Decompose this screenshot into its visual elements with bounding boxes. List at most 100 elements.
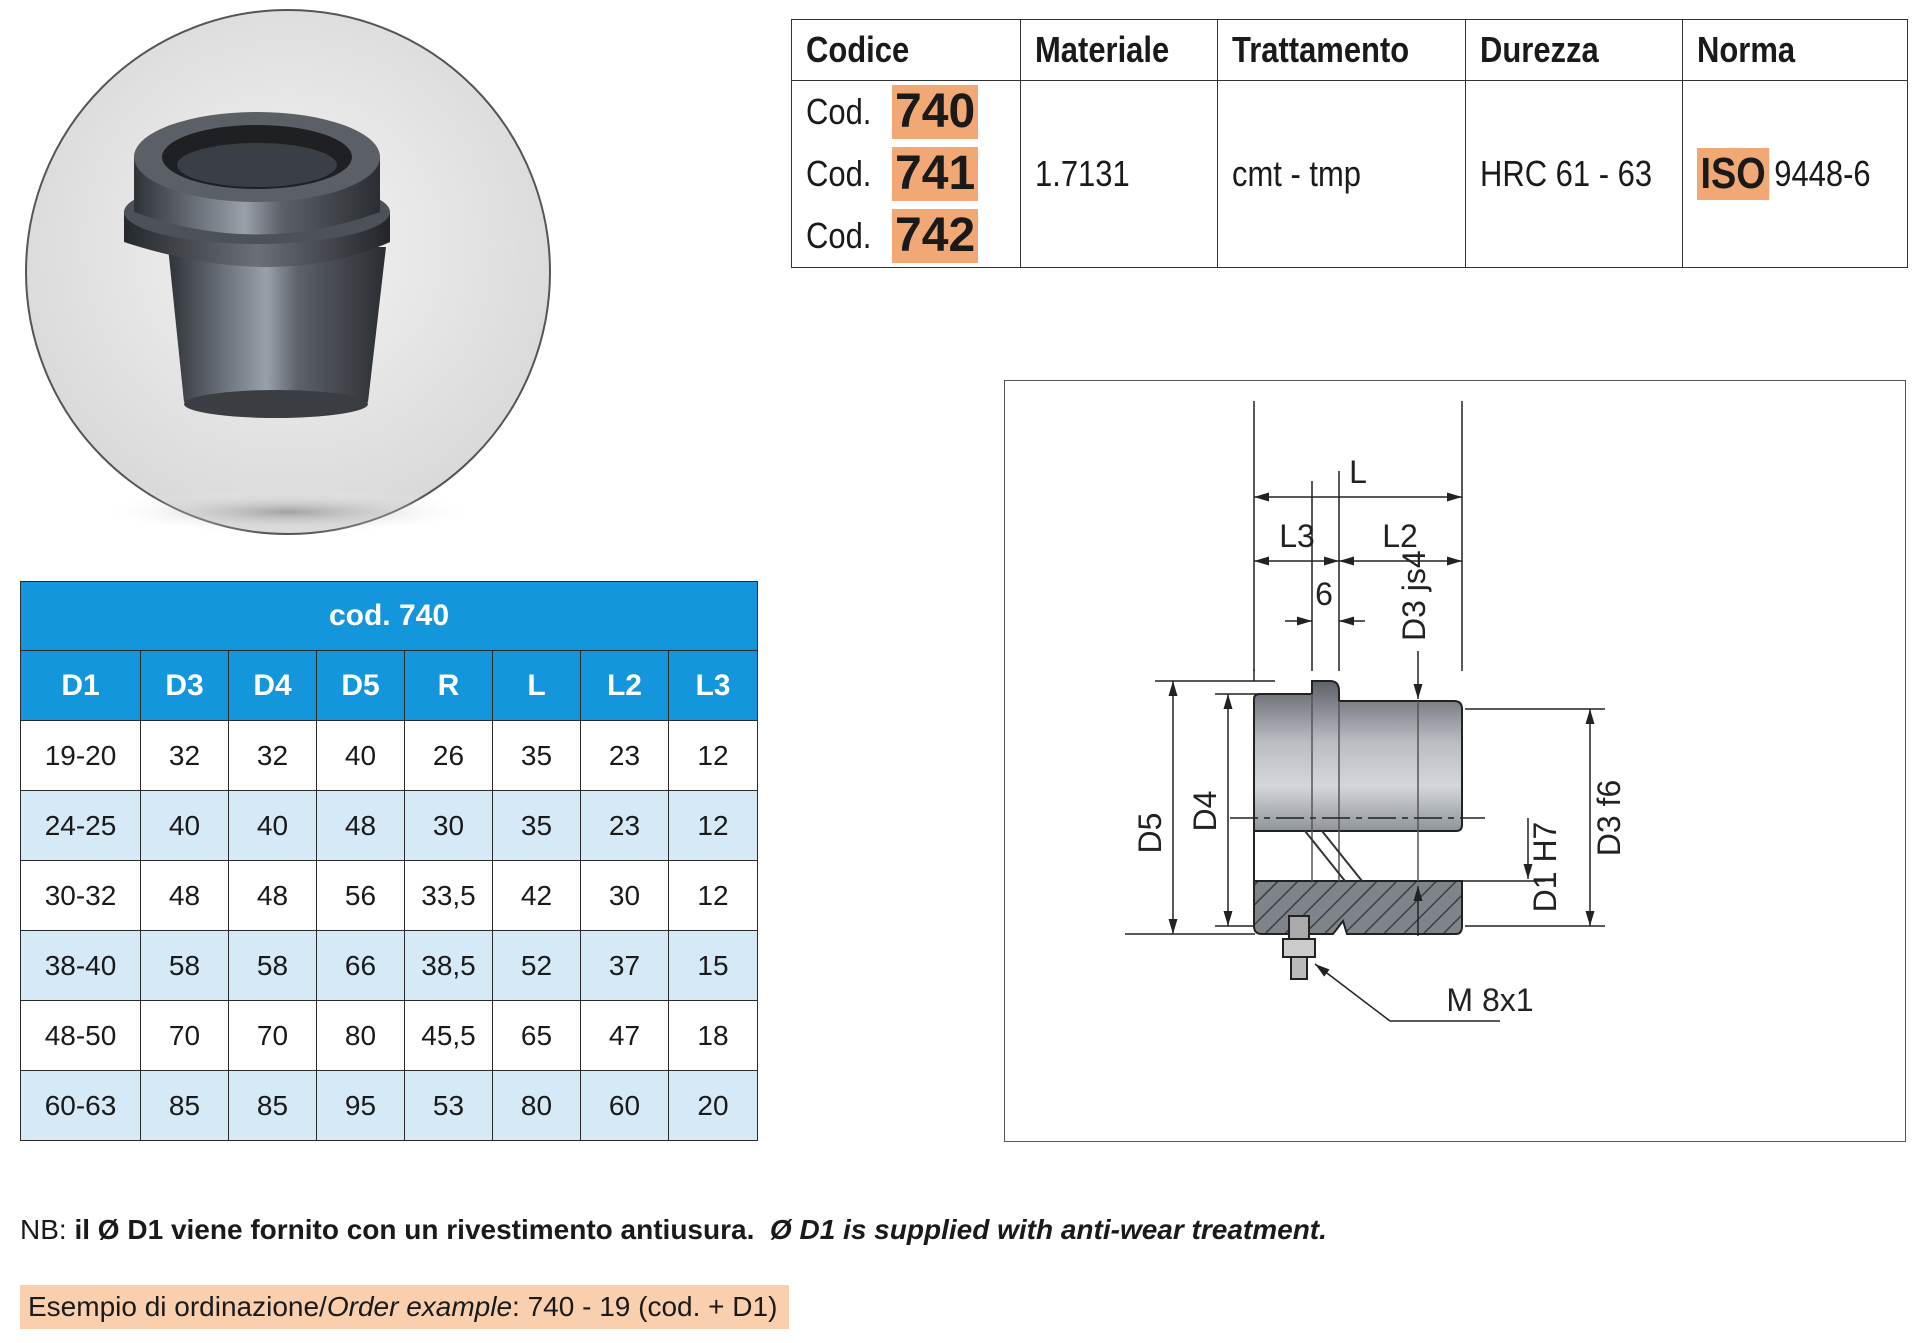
spec-table: Codice Materiale Trattamento Durezza Nor… <box>791 19 1908 268</box>
cell: 80 <box>492 1070 581 1141</box>
cell: 15 <box>668 930 758 1001</box>
cell: 48 <box>316 790 405 861</box>
cell: 85 <box>140 1070 229 1141</box>
label-d4: D4 <box>1187 791 1223 832</box>
nb-english: Ø D1 is supplied with anti-wear treatmen… <box>769 1214 1327 1245</box>
cell: 58 <box>140 930 229 1001</box>
col-r: R <box>404 650 493 721</box>
cell: 58 <box>228 930 317 1001</box>
col-d1: D1 <box>20 650 141 721</box>
durezza-cell: HRC 61 - 63 <box>1465 80 1683 268</box>
col-d5: D5 <box>316 650 405 721</box>
cell: 32 <box>228 720 317 791</box>
cell: 70 <box>140 1000 229 1071</box>
order-example: Esempio di ordinazione/Order example: 74… <box>20 1285 790 1329</box>
cell: 18 <box>668 1000 758 1071</box>
cell: 65 <box>492 1000 581 1071</box>
header-materiale: Materiale <box>1020 19 1218 81</box>
label-l: L <box>1349 454 1367 490</box>
materiale-cell: 1.7131 <box>1020 80 1218 268</box>
cell: 12 <box>668 720 758 791</box>
nb-italian: il Ø D1 viene fornito con un rivestiment… <box>74 1214 755 1245</box>
cell: 23 <box>580 790 669 861</box>
cell: 85 <box>228 1070 317 1141</box>
column-header-row: D1 D3 D4 D5 R L L2 L3 <box>20 650 758 721</box>
cod-label: Cod. <box>806 215 872 256</box>
spec-header-row: Codice Materiale Trattamento Durezza Nor… <box>791 19 1908 81</box>
col-l2: L2 <box>580 650 669 721</box>
cell: 48 <box>140 860 229 931</box>
label-thread: M 8x1 <box>1446 982 1533 1018</box>
cell: 47 <box>580 1000 669 1071</box>
cell: 19-20 <box>20 720 141 791</box>
cell: 24-25 <box>20 790 141 861</box>
example-prefix: Esempio di ordinazione/ <box>28 1291 327 1322</box>
col-l3: L3 <box>668 650 758 721</box>
code-741: 741 <box>892 147 979 201</box>
col-d4: D4 <box>228 650 317 721</box>
technical-drawing: L L3 L2 6 D3 js4 D5 D4 D1 H7 D3 f6 M 8x1 <box>1004 380 1906 1142</box>
cell: 38,5 <box>404 930 493 1001</box>
cell: 37 <box>580 930 669 1001</box>
cell: 12 <box>668 790 758 861</box>
header-durezza: Durezza <box>1465 19 1683 81</box>
cell: 26 <box>404 720 493 791</box>
cell: 38-40 <box>20 930 141 1001</box>
cod-label: Cod. <box>806 153 872 194</box>
cell: 48-50 <box>20 1000 141 1071</box>
cell: 30-32 <box>20 860 141 931</box>
cell: 80 <box>316 1000 405 1071</box>
label-l3: L3 <box>1279 518 1315 554</box>
label-d5: D5 <box>1132 813 1168 854</box>
nb-prefix: NB: <box>20 1214 75 1245</box>
product-photo <box>25 9 551 535</box>
col-d3: D3 <box>140 650 229 721</box>
label-d3f6: D3 f6 <box>1591 780 1627 856</box>
label-d3js4: D3 js4 <box>1396 550 1432 641</box>
code-742: 742 <box>892 209 979 263</box>
code-line: Cod. 740 <box>806 81 1020 143</box>
cell: 40 <box>140 790 229 861</box>
cell: 20 <box>668 1070 758 1141</box>
header-norma: Norma <box>1682 19 1908 81</box>
cell: 56 <box>316 860 405 931</box>
cell: 30 <box>580 860 669 931</box>
cell: 40 <box>228 790 317 861</box>
cell: 95 <box>316 1070 405 1141</box>
cell: 23 <box>580 720 669 791</box>
cell: 60 <box>580 1070 669 1141</box>
header-codice: Codice <box>791 19 1021 81</box>
cell: 60-63 <box>20 1070 141 1141</box>
header-trattamento: Trattamento <box>1217 19 1466 81</box>
table-title: cod. 740 <box>20 581 758 651</box>
col-l: L <box>492 650 581 721</box>
example-italic: Order example <box>326 1291 513 1322</box>
code-line: Cod. 741 <box>806 143 1020 205</box>
cell: 30 <box>404 790 493 861</box>
cell: 40 <box>316 720 405 791</box>
cell: 32 <box>140 720 229 791</box>
cell: 42 <box>492 860 581 931</box>
norma-number: 9448-6 <box>1774 153 1871 194</box>
label-d1h7: D1 H7 <box>1527 822 1563 913</box>
cell: 48 <box>228 860 317 931</box>
cell: 66 <box>316 930 405 1001</box>
spec-data-row: Cod. 740 Cod. 741 Cod. 742 1.7131 cmt - … <box>791 80 1908 268</box>
label-l2: L2 <box>1382 518 1418 554</box>
codes-cell: Cod. 740 Cod. 741 Cod. 742 <box>791 80 1021 268</box>
cell: 35 <box>492 720 581 791</box>
norma-cell: ISO 9448-6 <box>1682 80 1908 268</box>
cod-label: Cod. <box>806 91 872 132</box>
code-line: Cod. 742 <box>806 205 1020 267</box>
iso-badge: ISO <box>1697 148 1770 200</box>
code-740: 740 <box>892 85 979 139</box>
cell: 45,5 <box>404 1000 493 1071</box>
cell: 35 <box>492 790 581 861</box>
